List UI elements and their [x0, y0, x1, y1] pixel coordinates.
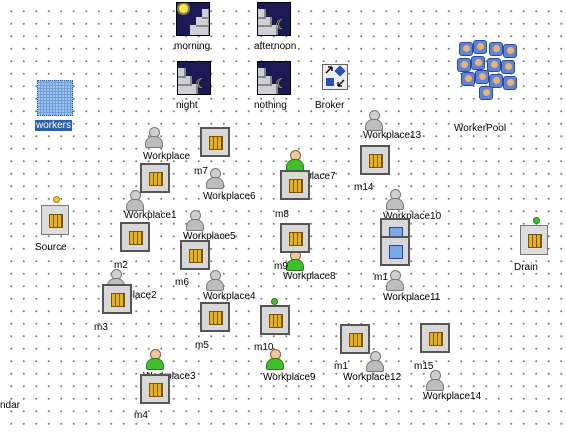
broker-label: Broker	[315, 100, 345, 111]
shift-nothing-label: nothing	[254, 100, 287, 111]
workplace12-label: Workplace12	[343, 372, 402, 383]
shift-morning-icon[interactable]	[176, 2, 210, 36]
machine-m4-label: m4	[134, 410, 148, 421]
shift-night-label: night	[176, 100, 198, 111]
machine-m7-icon[interactable]	[200, 127, 230, 157]
machine-m10-label: m10	[254, 342, 274, 353]
machine-m14-label: m14	[354, 182, 374, 193]
workplace8-icon[interactable]	[285, 250, 305, 272]
shift-nothing-icon[interactable]: ☾	[257, 61, 291, 95]
machine-m5-label: m5	[195, 340, 209, 351]
broker-icon[interactable]	[322, 64, 348, 90]
workplace9-label: Workplace9	[263, 372, 316, 383]
source-label: Source	[35, 242, 67, 253]
shift-afternoon-label: afternoon	[254, 41, 297, 52]
workplace-label: Workplace	[143, 151, 191, 162]
machine-m14-icon[interactable]	[360, 145, 390, 175]
machine-m10-icon[interactable]	[260, 305, 290, 335]
workplace11-icon[interactable]	[385, 270, 405, 292]
workplace10-label: Workplace10	[383, 211, 442, 222]
machine-m6-label: m6	[175, 277, 189, 288]
machine-m5-icon[interactable]	[200, 302, 230, 332]
machine-m15-label: m15	[414, 361, 434, 372]
workers-label: workers	[35, 120, 73, 131]
machine-m9-icon[interactable]	[280, 223, 310, 253]
workplace13-icon[interactable]	[364, 110, 384, 132]
machine-m4-icon[interactable]	[140, 374, 170, 404]
source-icon[interactable]	[41, 205, 69, 235]
machine-m6-icon[interactable]	[180, 240, 210, 270]
workplace5-label: Workplace5	[183, 231, 236, 242]
workplace8-label: Workplace8	[283, 271, 336, 282]
drain-icon[interactable]	[520, 225, 548, 255]
machine-m7-label: m7	[194, 166, 208, 177]
machine-m3-icon[interactable]	[102, 284, 132, 314]
workplace3-icon[interactable]	[145, 349, 165, 371]
shift-afternoon-icon[interactable]: ☾	[257, 2, 291, 36]
machine-m8-icon[interactable]	[280, 170, 310, 200]
workplace10-icon[interactable]	[385, 189, 405, 211]
workers-pool-icon[interactable]	[37, 80, 73, 116]
workplace1-icon[interactable]	[125, 190, 145, 212]
worker-pool-icon[interactable]	[457, 40, 519, 100]
workplace14-icon[interactable]	[425, 370, 445, 392]
workplace14-label: Workplace14	[423, 391, 482, 402]
machine-m3-label: m3	[94, 322, 108, 333]
workplace4-label: Workplace4	[203, 291, 256, 302]
worker-pool-label: WorkerPool	[454, 123, 507, 134]
workplace6-label: Workplace6	[203, 191, 256, 202]
workplace9-icon[interactable]	[265, 349, 285, 371]
workplace6-icon[interactable]	[205, 168, 225, 190]
machine-icon[interactable]	[140, 163, 170, 193]
calendar-label: ndar	[0, 400, 21, 411]
workplace7-icon[interactable]	[285, 150, 305, 172]
machine-m2-icon[interactable]	[120, 222, 150, 252]
shift-night-icon[interactable]: ☾	[177, 61, 211, 95]
machine-m15-icon[interactable]	[420, 323, 450, 353]
machine-m11-icon[interactable]	[340, 324, 370, 354]
machine-m9-label: m9	[274, 261, 288, 272]
workplace12-icon[interactable]	[365, 351, 385, 373]
machine-m1-label: m1	[374, 272, 388, 283]
machine-m2-label: m2	[114, 260, 128, 271]
machine-m11-label: m1	[334, 361, 348, 372]
workplace11-label: Workplace11	[383, 292, 441, 303]
workplace1-label: Workplace1	[124, 210, 177, 221]
drain-label: Drain	[514, 262, 538, 273]
workplace13-label: Workplace13	[363, 130, 422, 141]
machine-m1-icon[interactable]	[380, 236, 410, 266]
workplace4-icon[interactable]	[205, 270, 225, 292]
shift-morning-label: morning	[174, 41, 211, 52]
workplace-icon[interactable]	[144, 127, 164, 149]
machine-m8-label: m8	[275, 209, 289, 220]
workplace5-icon[interactable]	[185, 210, 205, 232]
